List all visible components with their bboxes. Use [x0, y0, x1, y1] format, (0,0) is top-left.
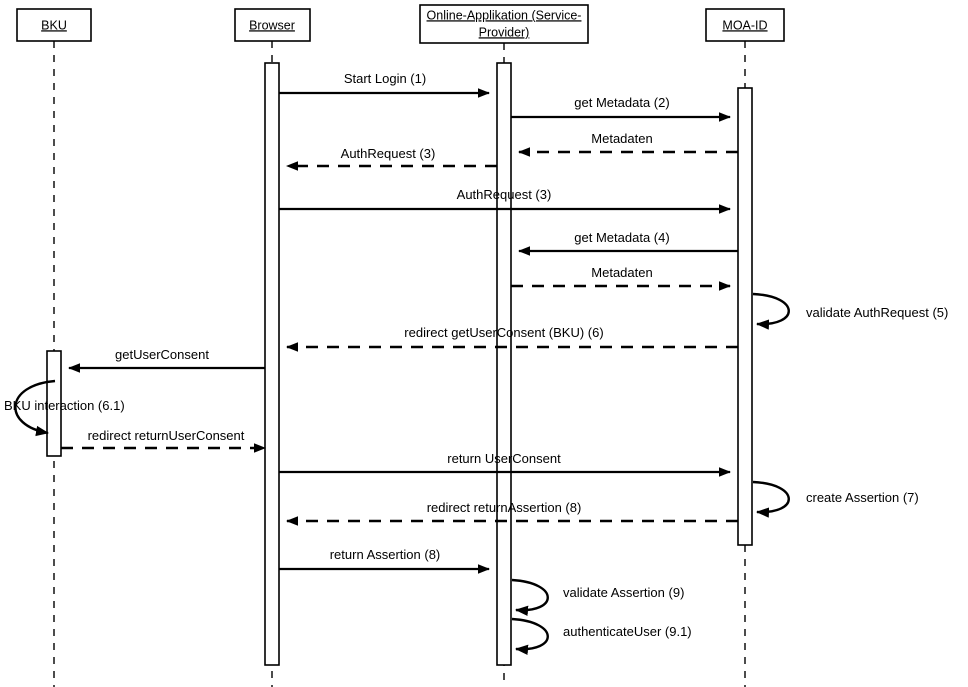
message-redirect-getuserconsent: redirect getUserConsent (BKU) (6)	[286, 325, 738, 352]
message-label: AuthRequest (3)	[457, 187, 552, 202]
activation-bar-bku	[46, 350, 62, 457]
message-label: AuthRequest (3)	[341, 146, 436, 161]
self-message-curve	[14, 379, 56, 437]
message-label: get Metadata (4)	[574, 230, 669, 245]
activation-bars	[46, 62, 753, 666]
actor-label-browser: Browser	[249, 18, 295, 32]
message-metadaten-1: Metadaten	[518, 131, 738, 157]
actor-box-browser[interactable]: Browser	[234, 8, 311, 42]
message-self-authenticateuser: authenticateUser (9.1)	[511, 617, 692, 656]
actor-box-rect	[419, 4, 589, 44]
message-authrequest-3a: AuthRequest (3)	[286, 146, 497, 171]
message-get-metadata-2: get Metadata (2)	[511, 95, 731, 122]
message-return-userconsent: return UserConsent	[279, 451, 731, 477]
message-label: validate Assertion (9)	[563, 585, 684, 600]
self-message-curve	[511, 617, 549, 656]
actor-box-rect	[705, 8, 785, 42]
actor-box-rect	[234, 8, 311, 42]
message-self-validate-assertion: validate Assertion (9)	[511, 578, 684, 617]
self-message-curve	[511, 578, 549, 617]
message-self-validate-authrequest: validate AuthRequest (5)	[752, 292, 948, 330]
actor-label-bku: BKU	[41, 18, 67, 32]
self-message-curve	[752, 480, 790, 518]
actor-label-moaid: MOA-ID	[722, 18, 767, 32]
message-return-assertion: return Assertion (8)	[279, 547, 490, 574]
actor-box-bku[interactable]: BKU	[16, 8, 92, 42]
message-label: create Assertion (7)	[806, 490, 919, 505]
activation-bar-sp	[496, 62, 512, 666]
message-label: validate AuthRequest (5)	[806, 305, 948, 320]
activation-bar-moaid	[737, 87, 753, 546]
actor-box-rect	[16, 8, 92, 42]
message-label: redirect returnAssertion (8)	[427, 500, 582, 515]
message-label: Start Login (1)	[344, 71, 426, 86]
message-label: redirect getUserConsent (BKU) (6)	[404, 325, 603, 340]
message-self-bku-interaction: BKU interaction (6.1)	[4, 379, 125, 437]
message-redirect-returnuserconsent: redirect returnUserConsent	[61, 428, 266, 453]
message-label: redirect returnUserConsent	[88, 428, 245, 443]
message-self-create-assertion: create Assertion (7)	[752, 480, 919, 518]
message-label: authenticateUser (9.1)	[563, 624, 692, 639]
activation-bar-browser	[264, 62, 280, 666]
actor-label-sp-line1: Online-Applikation (Service-	[427, 8, 582, 22]
message-metadaten-2: Metadaten	[511, 265, 731, 291]
message-label: return UserConsent	[447, 451, 561, 466]
message-label: return Assertion (8)	[330, 547, 441, 562]
actor-box-moa-id[interactable]: MOA-ID	[705, 8, 785, 42]
message-label: Metadaten	[591, 265, 652, 280]
message-redirect-returnassertion: redirect returnAssertion (8)	[286, 500, 738, 526]
message-label: get Metadata (2)	[574, 95, 669, 110]
self-message-curve	[752, 292, 790, 330]
message-label: getUserConsent	[115, 347, 209, 362]
message-label: Metadaten	[591, 131, 652, 146]
message-getuserconsent: getUserConsent	[68, 347, 265, 373]
message-start-login: Start Login (1)	[279, 71, 490, 98]
actor-label-sp-line2: Provider)	[479, 25, 530, 39]
actor-box-online-applikation[interactable]: Online-Applikation (Service- Provider)	[419, 4, 589, 44]
message-authrequest-3b: AuthRequest (3)	[279, 187, 731, 214]
message-label: BKU interaction (6.1)	[4, 398, 125, 413]
message-get-metadata-4: get Metadata (4)	[518, 230, 738, 256]
